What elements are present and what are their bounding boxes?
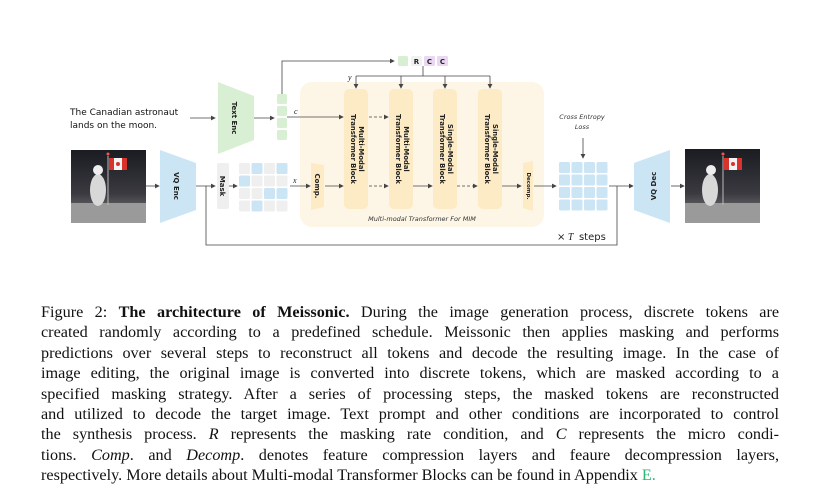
pooled-text-token [398, 56, 408, 66]
token-cell [239, 163, 250, 174]
transformer-block-1: Multi-Modal Transformer Block [344, 89, 368, 209]
token-cell [264, 163, 275, 174]
mask-label: Mask [218, 176, 226, 197]
token-cell [251, 163, 263, 174]
mask-block [217, 163, 229, 209]
token-cell [276, 188, 288, 199]
loss-label-line2: Loss [575, 123, 590, 131]
token-cell [571, 199, 583, 211]
cond-token-r: R [414, 58, 420, 66]
input-image [71, 150, 146, 223]
compression-layer [311, 163, 324, 210]
block-3-line1: Single-Modal [446, 124, 454, 174]
token-cell [559, 187, 570, 198]
token-cell [239, 175, 250, 187]
caption-line-7: the synthesis process. R represents the … [41, 425, 780, 444]
token-cell [239, 188, 250, 199]
token-cell [264, 200, 275, 212]
token-cell [276, 200, 288, 212]
condition-tokens: R C C [411, 56, 448, 66]
token-cell [264, 188, 275, 199]
output-token-grid [559, 162, 608, 211]
token-cell [559, 162, 570, 173]
caption-line-2: created randomly according to a predefin… [41, 323, 779, 342]
label-x: x [292, 176, 297, 185]
figure-caption: Figure 2: The architecture of Meissonic.… [41, 302, 779, 486]
label-y: y [347, 73, 352, 82]
caption-line-4: image editing, the original image is con… [41, 364, 779, 383]
token-cell [276, 163, 288, 174]
token-cell [584, 162, 595, 173]
token-cell [571, 174, 583, 186]
iteration-loop-line [205, 186, 618, 246]
vq-decoder [634, 150, 670, 223]
output-image [685, 149, 760, 223]
mim-label: Multi-modal Transformer For MIM [368, 215, 476, 223]
token-cell [251, 175, 263, 187]
vq-decoder-label: VQ Dec [650, 172, 658, 201]
loss-label-line1: Cross Entropy [559, 113, 605, 121]
prompt-text-line2: lands on the moon. [70, 121, 157, 131]
transformer-block-3: Single-Modal Transformer Block [433, 89, 457, 209]
block-4-line1: Single-Modal [491, 124, 499, 174]
cond-token-c1: C [427, 58, 432, 66]
block-2-line1: Multi-Modal [402, 126, 410, 172]
token-cell [584, 199, 595, 211]
token-cell [276, 175, 288, 187]
token-cell [239, 200, 250, 212]
comp-label: Comp. [313, 174, 321, 199]
vq-encoder-label: VQ Enc [172, 172, 180, 200]
decomp-label: Decomp. [525, 172, 531, 199]
caption-line-6: and utilized to decode the target image.… [41, 404, 779, 423]
token-cell [251, 188, 263, 199]
text-encoder [218, 82, 254, 154]
cond-token-c2: C [440, 58, 445, 66]
block-1-line1: Multi-Modal [357, 126, 365, 172]
vq-encoder [160, 150, 196, 223]
token-cell [251, 200, 263, 212]
token-cell [596, 187, 608, 198]
token-cell [584, 187, 595, 198]
appendix-link[interactable]: E. [641, 466, 656, 485]
token-cell [571, 162, 583, 173]
caption-line-5: specified masking strategy. After a seri… [41, 384, 779, 403]
caption-title: The architecture of Meissonic. [118, 303, 350, 321]
figure-label: Figure 2: [41, 303, 108, 321]
token-cell [596, 174, 608, 186]
token-cell [584, 174, 595, 186]
token-cell [571, 187, 583, 198]
transformer-block-4: Single-Modal Transformer Block [478, 89, 502, 209]
block-4-line2: Transformer Block [483, 114, 491, 184]
caption-line-3: predictions over several steps to recons… [41, 343, 779, 362]
masked-token-grid [239, 163, 288, 212]
mim-transformer-region [300, 82, 544, 227]
text-token-column [277, 94, 287, 140]
prompt-text-line1: The Canadian astronaut [69, 108, 179, 118]
caption-line-8: tions. Comp. and Decomp. denotes feature… [41, 445, 780, 464]
decompression-layer [523, 161, 533, 211]
caption-line-9: respectively. More details about Multi-m… [41, 466, 656, 485]
label-c: c [294, 107, 298, 116]
steps-label: × T steps [557, 232, 606, 243]
architecture-figure: The Canadian astronaut lands on the moon… [69, 56, 760, 246]
block-2-line2: Transformer Block [394, 114, 402, 184]
token-cell [264, 175, 275, 187]
token-cell [596, 162, 608, 173]
transformer-block-2: Multi-Modal Transformer Block [389, 89, 413, 209]
token-cell [559, 174, 570, 186]
text-encoder-label: Text Enc [230, 102, 238, 135]
block-3-line2: Transformer Block [438, 114, 446, 184]
caption-line-1: During the image generation process, dis… [360, 303, 780, 321]
block-1-line2: Transformer Block [349, 114, 357, 184]
token-cell [596, 199, 608, 211]
token-cell [559, 199, 570, 211]
